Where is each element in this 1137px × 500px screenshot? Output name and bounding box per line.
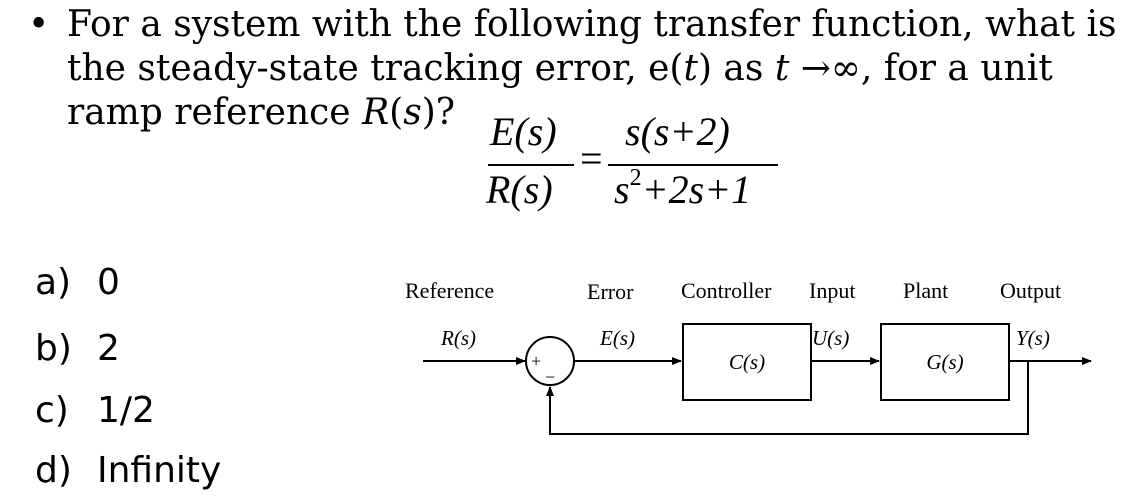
option-letter: b) [35,328,97,369]
transfer-function-equation: E(s) R(s) = s(s+2) s2+2s+1 [482,108,792,220]
option-text: 2 [97,328,120,369]
signal-output-label: Y(s) [1016,326,1050,350]
question-line-2: the steady-state tracking error, e(t) as… [67,47,1127,91]
bullet: • [28,3,49,47]
question-text-part: ) as [698,48,775,89]
header-input: Input [809,278,855,303]
option-b[interactable]: b)2 [35,328,120,369]
option-text: Infinity [97,450,221,491]
summing-plus: + [531,351,541,371]
question-text-part: )? [422,92,455,133]
option-letter: a) [35,262,97,303]
numerator-left: E(s) [490,108,557,155]
denominator-left: R(s) [486,166,553,213]
den-s: s [614,167,630,212]
option-text: 0 [97,262,120,303]
header-reference: Reference [405,278,494,303]
option-letter: d) [35,450,97,491]
controller-label: C(s) [729,350,765,374]
den-rest: +2s+1 [642,167,752,212]
equals-sign: = [580,135,603,182]
den-exponent: 2 [630,165,642,191]
header-plant: Plant [903,278,948,303]
signal-reference-label: R(s) [440,326,476,350]
signal-input-label: U(s) [812,326,849,350]
question-text-part: ramp reference [67,92,362,133]
plant-label: G(s) [926,350,963,374]
header-error: Error [587,279,634,304]
option-a[interactable]: a)0 [35,262,120,303]
question-text-part: the steady-state tracking error, e( [67,48,683,89]
variable-t: t [683,48,697,89]
question-line-1: For a system with the following transfer… [67,3,1127,47]
numerator-right: s(s+2) [625,108,730,155]
block-diagram: Reference Error Controller Input Plant O… [395,268,1095,448]
option-d[interactable]: d)Infinity [35,450,221,491]
header-output: Output [1000,278,1061,303]
denominator-right: s2+2s+1 [614,166,751,213]
signal-error-label: E(s) [599,326,635,350]
summing-minus: − [545,367,555,387]
question-text-part: ( [389,92,403,133]
question-text-part: →∞, for a unit [789,48,1052,89]
option-c[interactable]: c)1/2 [35,390,155,431]
option-letter: c) [35,390,97,431]
variable-s: s [403,92,421,133]
header-controller: Controller [681,278,772,303]
option-text: 1/2 [97,390,155,431]
variable-t: t [775,48,789,89]
variable-R: R [362,92,389,133]
